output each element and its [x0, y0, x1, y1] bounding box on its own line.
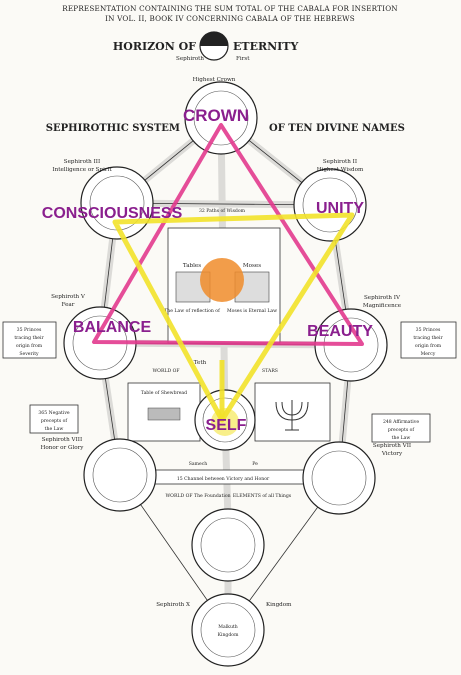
svg-text:35 Princes: 35 Princes	[416, 327, 441, 333]
sephira-7-victory	[302, 441, 376, 515]
side-box-right-top: 35 Princes tracing their origin from Mer…	[400, 321, 457, 359]
horizon-sub-left: Sephiroth	[176, 56, 204, 62]
svg-text:tracing their: tracing their	[14, 335, 44, 341]
system-title-left: SEPHIROTHIC SYSTEM	[46, 123, 180, 134]
label-unity: UNITY	[316, 200, 364, 217]
s3-caption-1: Sephiroth III	[64, 159, 100, 165]
svg-text:origin from: origin from	[16, 343, 43, 349]
svg-text:precepts of: precepts of	[41, 418, 68, 424]
world-left-caption: WORLD OF	[152, 368, 179, 374]
table-shewbread-caption: Table of Shewbread	[141, 390, 187, 396]
paths-of-wisdom-caption: 32 Paths of Wisdom	[199, 208, 246, 214]
law-left-caption: The Law of reflection of	[164, 308, 220, 314]
label-beauty: BEAUTY	[307, 323, 373, 340]
tables-caption: Tables	[183, 263, 201, 269]
label-consciousness: CONSCIOUSNESS	[42, 205, 183, 222]
samech-caption: Samech	[189, 461, 208, 467]
malkuth-caption: Malkuth	[218, 624, 237, 630]
yellow-downward-triangle	[112, 212, 355, 423]
world-right-caption: STARS	[262, 368, 278, 374]
svg-text:the Law: the Law	[45, 426, 64, 432]
svg-text:Mercy: Mercy	[421, 351, 436, 357]
svg-text:248 Affirmative: 248 Affirmative	[383, 419, 419, 425]
side-box-left-top: 35 Princes tracing their origin from Sev…	[2, 321, 57, 359]
svg-text:the Law: the Law	[392, 435, 411, 441]
self-glow	[211, 408, 239, 436]
label-crown: CROWN	[183, 106, 249, 125]
moses-caption: Moses	[243, 263, 261, 269]
svg-text:origin from: origin from	[415, 343, 442, 349]
side-box-right-bottom: 248 Affirmative precepts of the Law	[371, 413, 431, 443]
channel-between-caption: 15 Channel between Victory and Honor	[177, 476, 270, 482]
s10-caption: Sephiroth X	[156, 602, 190, 608]
s8-caption-2: Honor or Glory	[41, 445, 85, 451]
s4-caption-1: Sephiroth IV	[364, 295, 401, 301]
teth-caption: Teth	[194, 360, 207, 366]
svg-text:Severity: Severity	[19, 351, 39, 357]
label-balance: BALANCE	[73, 319, 152, 336]
sephira-9-foundation	[191, 508, 265, 582]
s2-caption-1: Sephiroth II	[323, 159, 357, 165]
s7-caption-1: Sephiroth VII	[373, 443, 411, 449]
svg-text:365 Negative: 365 Negative	[38, 410, 70, 416]
kingdom-core-caption: Kingdom	[218, 632, 240, 638]
s5-caption-1: Sephiroth V	[51, 294, 86, 300]
svg-text:tracing their: tracing their	[413, 335, 443, 341]
pink-upward-triangle	[92, 123, 364, 346]
s2-caption-2: Highest Wisdom	[317, 167, 364, 173]
s8-caption-1: Sephiroth VIII	[42, 437, 82, 443]
orange-center-glow	[200, 258, 244, 302]
world-foundation-caption: WORLD OF The Foundation	[165, 493, 230, 499]
sephira-1-crown	[184, 81, 258, 155]
s3-caption-2: Intelligence or Spirit	[52, 167, 112, 173]
highest-crown-caption: Highest Crown	[193, 77, 236, 83]
header-line-2: IN VOL. II, BOOK IV CONCERNING CABALA OF…	[105, 14, 355, 23]
horizon-right-title: ETERNITY	[233, 40, 298, 53]
system-title-right: OF TEN DIVINE NAMES	[269, 123, 405, 134]
side-box-left-bottom: 365 Negative precepts of the Law	[29, 404, 79, 434]
elements-caption: ELEMENTS of all Things	[233, 493, 292, 499]
s7-caption-2: Victory	[381, 451, 403, 457]
s4-caption-2: Magnificence	[363, 303, 402, 309]
horizon-left-title: HORIZON OF	[113, 40, 196, 53]
svg-text:precepts of: precepts of	[388, 427, 415, 433]
kingdom-caption: Kingdom	[266, 602, 292, 608]
label-self: SELF	[206, 417, 247, 434]
horizon-disc-dark-half	[200, 32, 228, 46]
law-right-caption: Moses is Eternal Law	[227, 308, 277, 314]
horizon-sub-right: First	[236, 56, 250, 62]
svg-text:35 Princes: 35 Princes	[17, 327, 42, 333]
pe-caption: Pe	[252, 461, 258, 467]
header-line-1: REPRESENTATION CONTAINING THE SUM TOTAL …	[62, 4, 398, 13]
sephira-8-honor	[83, 438, 157, 512]
s5-caption-2: Fear	[62, 302, 75, 308]
menorah-image	[275, 400, 309, 431]
sephira-10-kingdom	[191, 593, 265, 667]
shewbread-table-image	[147, 407, 181, 421]
